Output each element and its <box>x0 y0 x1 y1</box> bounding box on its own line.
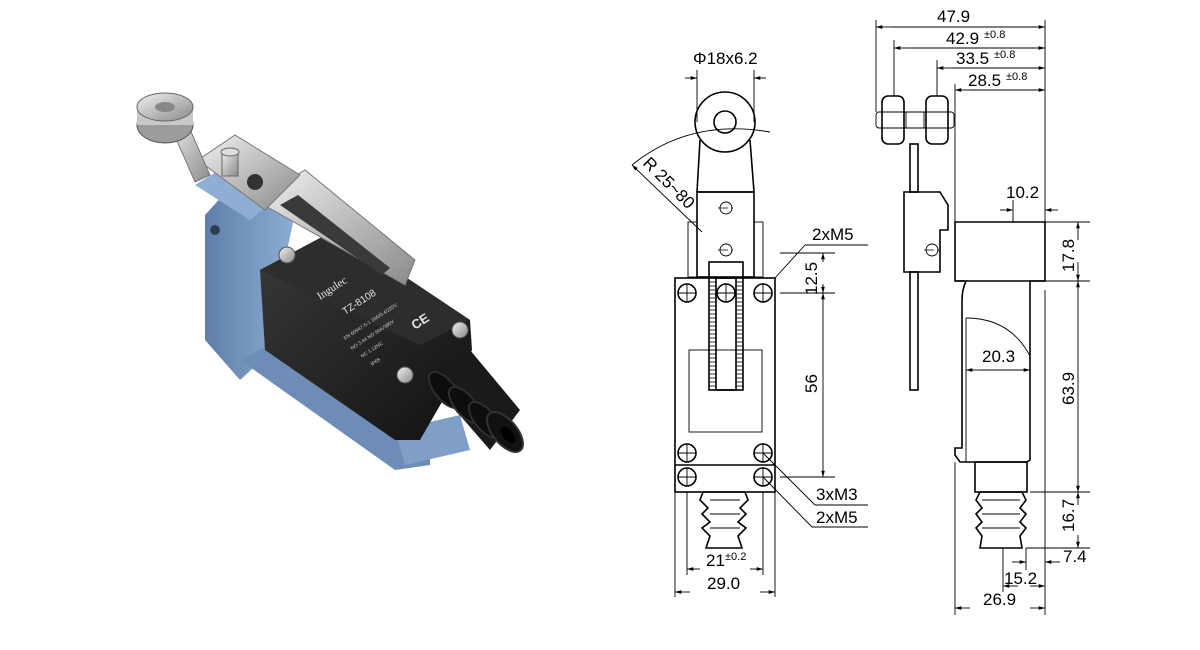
housing-blue-left <box>205 160 300 380</box>
dim-26-9: 26.9 <box>983 590 1016 609</box>
dim-47-9: 47.9 <box>937 7 970 26</box>
dim-10-2: 10.2 <box>1006 183 1039 202</box>
roller-wheel <box>136 92 194 144</box>
dim-17-8: 17.8 <box>1059 239 1078 272</box>
dim-mount-top: 2xM5 <box>812 225 854 244</box>
front-screws <box>677 283 773 487</box>
side-view-drawing: 47.9 42.9 ±0.8 33.5 ±0.8 28.5 ±0.8 10.2 … <box>875 7 1090 615</box>
lever-slot <box>280 195 390 275</box>
dim-21: 21 <box>706 551 725 570</box>
cover-black-top <box>260 230 470 345</box>
dim-29: 29.0 <box>707 574 740 593</box>
side-cable-gland <box>974 491 1028 549</box>
dim-16-7: 16.7 <box>1059 499 1078 532</box>
dim-33-5: 33.5 <box>956 49 989 68</box>
dim-42-9-tol: ±0.8 <box>984 29 1005 41</box>
cable-gland <box>425 350 524 453</box>
dim-28-5-tol: ±0.8 <box>1006 71 1027 83</box>
dim-roller: Φ18x6.2 <box>693 49 758 68</box>
dim-33-5-tol: ±0.8 <box>994 49 1015 61</box>
front-cable-gland <box>699 491 749 549</box>
cover-screw-2 <box>451 321 469 339</box>
side-screw <box>210 225 220 235</box>
dim-42-9: 42.9 <box>946 29 979 48</box>
dim-21-tol: ±0.2 <box>725 551 746 563</box>
cover-screw-3 <box>396 366 414 384</box>
specs-line-4: IP65 <box>370 357 382 368</box>
front-view-drawing: R 25~80 Φ18x6.2 <box>631 49 868 597</box>
dim-28-5: 28.5 <box>968 71 1001 90</box>
dim-mount-bottom: 2xM5 <box>816 508 858 527</box>
lever-teeth <box>709 281 743 387</box>
dim-15-2: 15.2 <box>1004 569 1037 588</box>
dim-7-4: 7.4 <box>1063 547 1087 566</box>
dim-12-5: 12.5 <box>802 262 821 295</box>
product-photo: Ingulec TZ-8108 CE EN 60947-5-1 10A/0.4/… <box>136 92 524 470</box>
dim-56: 56 <box>802 374 821 393</box>
dim-63-9: 63.9 <box>1059 372 1078 405</box>
dim-radius: R 25~80 <box>639 153 698 212</box>
cover-screw-1 <box>278 246 296 264</box>
dim-cover-screws: 3xM3 <box>816 485 858 504</box>
bracket-hole <box>247 174 263 190</box>
dim-20-3: 20.3 <box>982 347 1015 366</box>
